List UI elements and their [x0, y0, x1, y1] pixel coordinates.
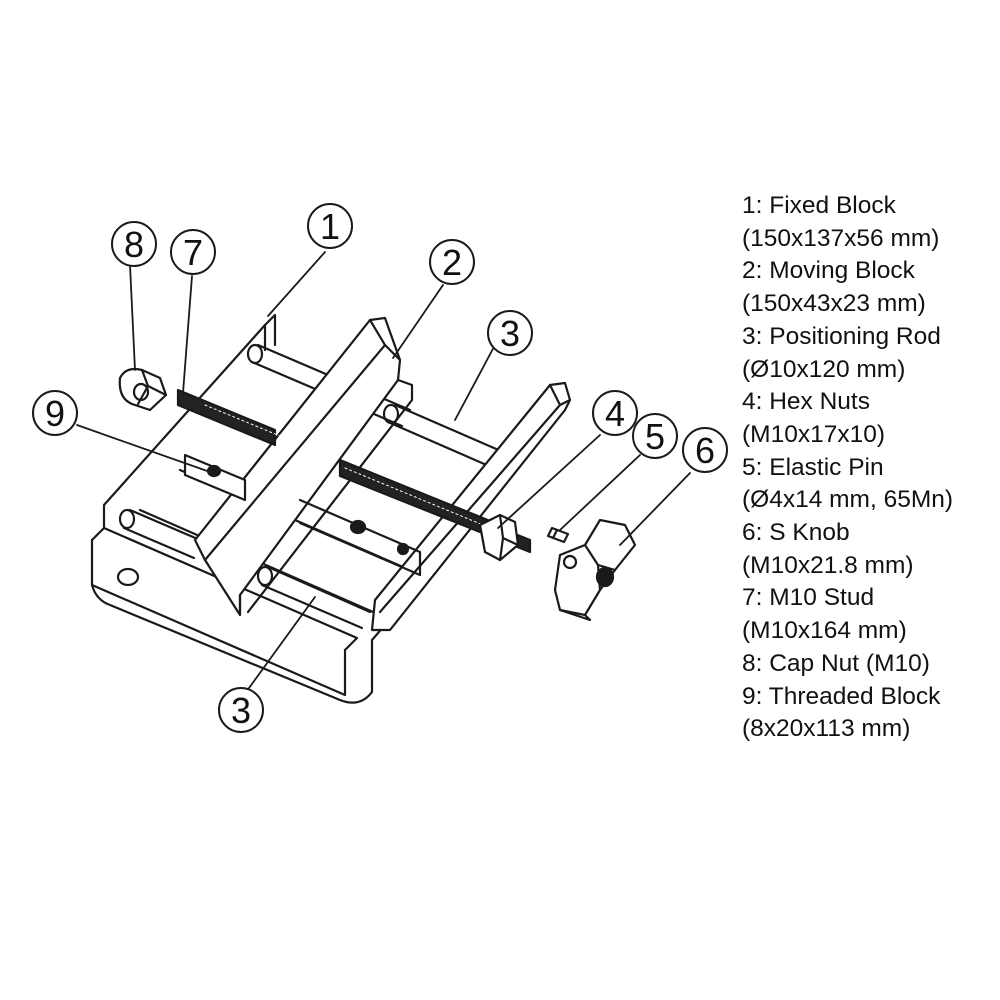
callout-6: 6 — [682, 427, 728, 473]
fixed-block-right-rail — [370, 381, 572, 632]
leader-2 — [392, 284, 444, 359]
svg-text:4: 4 — [605, 393, 625, 434]
legend-entry-8: 8: Cap Nut (M10) — [742, 648, 992, 681]
legend-part-spec: (150x137x56 mm) — [742, 224, 940, 252]
legend-entry-5: 5: Elastic Pin (Ø4x14 mm, 65Mn) — [742, 452, 992, 517]
svg-text:6: 6 — [695, 430, 715, 471]
callout-5: 5 — [632, 413, 678, 459]
threaded-block — [183, 453, 422, 577]
leader-8 — [129, 264, 136, 371]
legend-part-name: 5: Elastic Pin — [742, 453, 884, 481]
legend-part-spec: (Ø4x14 mm, 65Mn) — [742, 486, 954, 514]
svg-text:8: 8 — [124, 224, 144, 265]
callout-7: 7 — [170, 229, 216, 275]
legend-part-name: 7: M10 Stud — [742, 584, 875, 612]
legend-part-name: 3: Positioning Rod — [742, 322, 941, 350]
leader-7 — [182, 275, 193, 394]
leader-6 — [619, 472, 691, 546]
legend-part-spec: (M10x164 mm) — [742, 617, 907, 645]
moving-block — [193, 316, 414, 617]
elastic-pin — [546, 526, 570, 544]
legend-part-spec: (M10x21.8 mm) — [742, 551, 914, 579]
cap-nut — [118, 367, 168, 412]
leader-1 — [267, 251, 326, 317]
svg-text:5: 5 — [645, 416, 665, 457]
callout-3-top: 3 — [487, 310, 533, 356]
leader-3b — [248, 596, 316, 689]
legend-part-name: 1: Fixed Block — [742, 192, 896, 219]
legend-entry-2: 2: Moving Block (150x43x23 mm) — [742, 255, 992, 320]
leader-3a — [454, 344, 496, 421]
parts-legend: 1: Fixed Block (150x137x56 mm) 2: Moving… — [742, 190, 992, 746]
callout-9: 9 — [32, 390, 78, 436]
callout-8: 8 — [111, 221, 157, 267]
legend-entry-9: 9: Threaded Block (8x20x113 mm) — [742, 681, 992, 746]
svg-text:9: 9 — [45, 393, 65, 434]
leader-5 — [559, 454, 641, 531]
positioning-rod-front — [118, 508, 372, 630]
leader-9 — [76, 424, 211, 473]
svg-text:1: 1 — [320, 206, 340, 247]
legend-part-name: 2: Moving Block — [742, 257, 915, 285]
callout-3-bottom: 3 — [218, 687, 264, 733]
callout-2: 2 — [429, 239, 475, 285]
callout-4: 4 — [592, 390, 638, 436]
callout-1: 1 — [307, 203, 353, 249]
fixed-block — [90, 313, 412, 704]
svg-text:3: 3 — [231, 690, 251, 731]
legend-part-name: 6: S Knob — [742, 519, 850, 547]
legend-part-name: 8: Cap Nut (M10) — [742, 649, 930, 677]
legend-part-name: 9: Threaded Block — [742, 682, 941, 710]
svg-text:2: 2 — [442, 242, 462, 283]
legend-part-spec: (Ø10x120 mm) — [742, 355, 906, 383]
hex-nut — [478, 513, 520, 562]
legend-part-spec: (150x43x23 mm) — [742, 290, 926, 318]
svg-text:7: 7 — [183, 232, 203, 273]
legend-entry-4: 4: Hex Nuts (M10x17x10) — [742, 386, 992, 451]
mounting-hole — [116, 567, 140, 587]
legend-part-spec: (M10x17x10) — [742, 420, 885, 448]
legend-entry-7: 7: M10 Stud (M10x164 mm) — [742, 582, 992, 647]
s-knob — [553, 518, 637, 622]
legend-entry-1: 1: Fixed Block (150x137x56 mm) — [742, 190, 992, 255]
callouts: 1 2 3 3 4 5 6 — [32, 203, 728, 733]
legend-entry-3: 3: Positioning Rod (Ø10x120 mm) — [742, 321, 992, 386]
legend-entry-6: 6: S Knob (M10x21.8 mm) — [742, 517, 992, 582]
leader-4 — [497, 434, 601, 529]
legend-part-name: 4: Hex Nuts — [742, 388, 870, 416]
svg-text:3: 3 — [500, 313, 520, 354]
leader-lines — [76, 251, 691, 689]
legend-part-spec: (8x20x113 mm) — [742, 715, 911, 743]
